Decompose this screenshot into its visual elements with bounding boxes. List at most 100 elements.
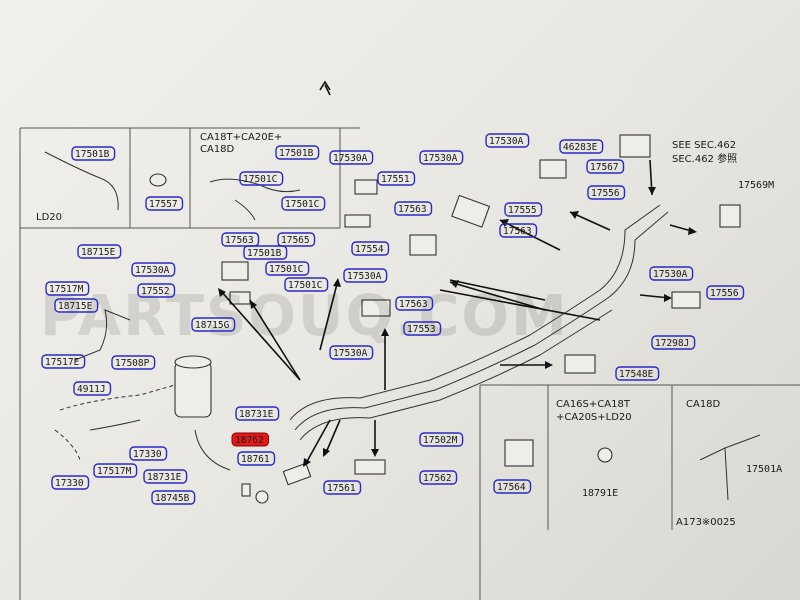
- label-box[interactable]: [239, 171, 284, 186]
- part-label[interactable]: 18715E: [77, 244, 122, 259]
- part-label[interactable]: 17551: [377, 171, 416, 186]
- label-box[interactable]: [243, 245, 288, 260]
- highlighted-part-label[interactable]: 18762: [231, 432, 269, 447]
- part-label[interactable]: 17563: [395, 296, 434, 311]
- part-label[interactable]: 17501C: [265, 261, 310, 276]
- part-label[interactable]: 17517M: [45, 281, 90, 296]
- label-box[interactable]: [419, 150, 464, 165]
- label-box[interactable]: [145, 196, 184, 211]
- label-box[interactable]: [587, 185, 626, 200]
- part-label[interactable]: 17501C: [281, 196, 326, 211]
- part-label[interactable]: 18761: [237, 451, 276, 466]
- label-box[interactable]: [275, 145, 320, 160]
- label-box[interactable]: [377, 171, 416, 186]
- label-box[interactable]: [394, 201, 433, 216]
- label-box[interactable]: [615, 366, 660, 381]
- part-label[interactable]: 17556: [587, 185, 626, 200]
- part-label[interactable]: 17564: [493, 479, 532, 494]
- label-box[interactable]: [129, 446, 168, 461]
- label-box[interactable]: [586, 159, 625, 174]
- part-label[interactable]: 17530A: [329, 150, 374, 165]
- label-box[interactable]: [651, 335, 696, 350]
- label-box[interactable]: [237, 451, 276, 466]
- part-label[interactable]: 17567: [586, 159, 625, 174]
- label-box[interactable]: [131, 262, 176, 277]
- label-box[interactable]: [73, 381, 112, 396]
- part-label[interactable]: 17530A: [343, 268, 388, 283]
- part-label[interactable]: 18731E: [143, 469, 188, 484]
- label-box[interactable]: [71, 146, 116, 161]
- part-label[interactable]: 17563: [394, 201, 433, 216]
- label-box[interactable]: [51, 475, 90, 490]
- part-label[interactable]: 17517E: [41, 354, 86, 369]
- label-box[interactable]: [45, 281, 90, 296]
- part-label[interactable]: 17530A: [649, 266, 694, 281]
- label-box[interactable]: [485, 133, 530, 148]
- part-label[interactable]: 17565: [277, 232, 316, 247]
- part-label[interactable]: 17530A: [131, 262, 176, 277]
- label-box[interactable]: [137, 283, 176, 298]
- part-label[interactable]: 17563: [499, 223, 538, 238]
- label-box[interactable]: [77, 244, 122, 259]
- label-box[interactable]: [706, 285, 745, 300]
- label-box[interactable]: [395, 296, 434, 311]
- part-label[interactable]: 17557: [145, 196, 184, 211]
- highlight-box[interactable]: [231, 432, 269, 447]
- label-box[interactable]: [323, 480, 362, 495]
- part-label[interactable]: 17517M: [93, 463, 138, 478]
- part-label[interactable]: 17553: [403, 321, 442, 336]
- part-label[interactable]: 17502M: [419, 432, 464, 447]
- part-label[interactable]: 17530A: [419, 150, 464, 165]
- label-box[interactable]: [343, 268, 388, 283]
- part-label[interactable]: 17501B: [243, 245, 288, 260]
- label-box[interactable]: [93, 463, 138, 478]
- label-box[interactable]: [419, 470, 458, 485]
- label-box[interactable]: [351, 241, 390, 256]
- part-label[interactable]: 17552: [137, 283, 176, 298]
- label-box[interactable]: [143, 469, 188, 484]
- part-label[interactable]: 46283E: [559, 139, 604, 154]
- part-label[interactable]: 18731E: [235, 406, 280, 421]
- label-box[interactable]: [649, 266, 694, 281]
- part-label[interactable]: 18715G: [191, 317, 236, 332]
- part-label[interactable]: 17548E: [615, 366, 660, 381]
- part-label[interactable]: 17501C: [284, 277, 329, 292]
- label-box[interactable]: [221, 232, 260, 247]
- part-label[interactable]: 17501B: [71, 146, 116, 161]
- part-label[interactable]: 17562: [419, 470, 458, 485]
- part-label[interactable]: 17556: [706, 285, 745, 300]
- label-box[interactable]: [277, 232, 316, 247]
- label-box[interactable]: [265, 261, 310, 276]
- part-label[interactable]: 17501C: [239, 171, 284, 186]
- label-box[interactable]: [329, 150, 374, 165]
- label-box[interactable]: [403, 321, 442, 336]
- label-box[interactable]: [235, 406, 280, 421]
- part-label[interactable]: 17298J: [651, 335, 696, 350]
- label-box[interactable]: [54, 298, 99, 313]
- label-box[interactable]: [284, 277, 329, 292]
- part-label[interactable]: 18745B: [151, 490, 196, 505]
- part-label[interactable]: 17555: [504, 202, 543, 217]
- part-label[interactable]: 17501B: [275, 145, 320, 160]
- label-box[interactable]: [493, 479, 532, 494]
- label-box[interactable]: [504, 202, 543, 217]
- part-label[interactable]: 4911J: [73, 381, 112, 396]
- part-label[interactable]: 17330: [129, 446, 168, 461]
- part-label[interactable]: 17563: [221, 232, 260, 247]
- part-label[interactable]: 18715E: [54, 298, 99, 313]
- label-box[interactable]: [329, 345, 374, 360]
- label-box[interactable]: [111, 355, 156, 370]
- label-box[interactable]: [419, 432, 464, 447]
- part-label[interactable]: 17530A: [485, 133, 530, 148]
- label-box[interactable]: [151, 490, 196, 505]
- part-label[interactable]: 17561: [323, 480, 362, 495]
- label-box[interactable]: [41, 354, 86, 369]
- label-box[interactable]: [191, 317, 236, 332]
- part-label[interactable]: 17554: [351, 241, 390, 256]
- part-label[interactable]: 17508P: [111, 355, 156, 370]
- label-box[interactable]: [499, 223, 538, 238]
- part-label[interactable]: 17330: [51, 475, 90, 490]
- label-box[interactable]: [559, 139, 604, 154]
- part-label[interactable]: 17530A: [329, 345, 374, 360]
- label-box[interactable]: [281, 196, 326, 211]
